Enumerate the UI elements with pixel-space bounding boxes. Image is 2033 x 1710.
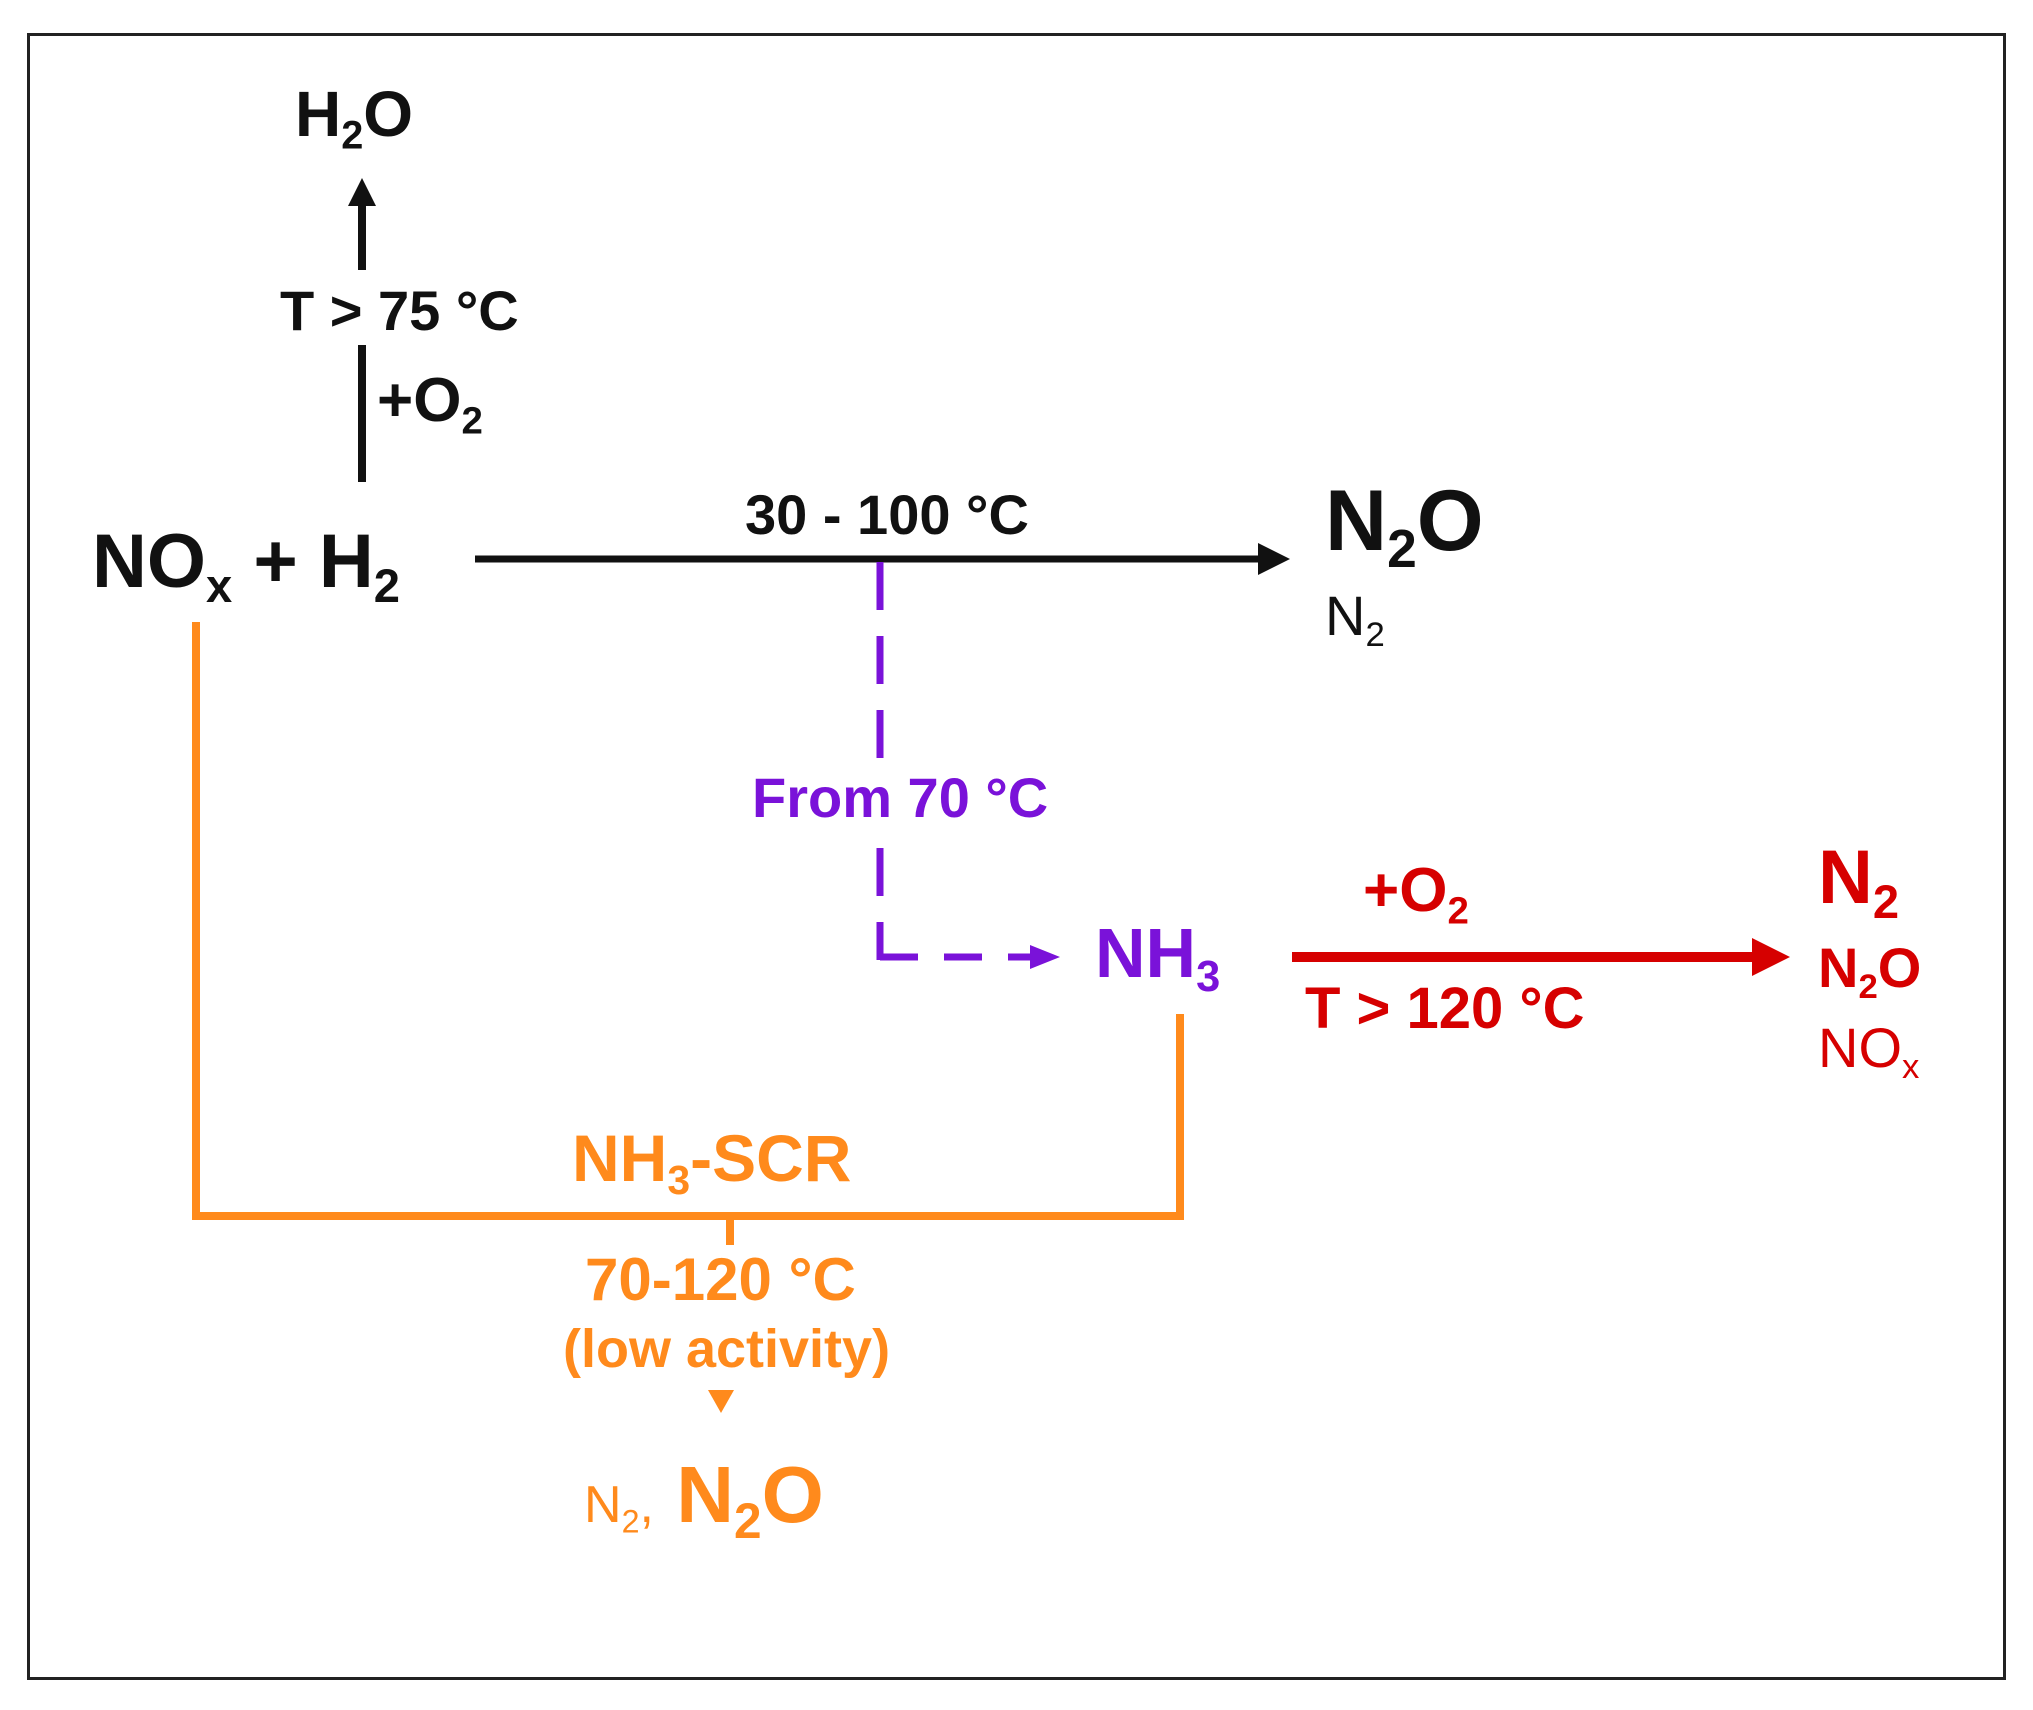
scr-name-tail: -SCR xyxy=(690,1121,852,1195)
water-reagent-label: +O2 xyxy=(377,370,483,441)
oxidation-product-n2o: N2O xyxy=(1818,940,1921,1005)
oxidation-product-n2o-subscript: 2 xyxy=(1858,968,1878,1007)
oxidation-temperature-label: T > 120 °C xyxy=(1305,976,1585,1041)
reactant-nox-subscript: x xyxy=(206,559,233,613)
ammonia-oxidation-arrowhead xyxy=(1752,938,1790,976)
ammonia-product-subscript: 3 xyxy=(1196,952,1221,1001)
oxidation-product-nox-subscript: x xyxy=(1902,1048,1920,1087)
scr-products-label: N2, N2O xyxy=(584,1455,824,1546)
water-reagent-subscript: 2 xyxy=(461,399,483,443)
diagram-frame xyxy=(27,33,2006,1680)
direct-temperature-label: 30 - 100 °C xyxy=(745,483,1029,546)
ammonia-product-nh: NH xyxy=(1095,914,1197,992)
scr-note-label: (low activity) xyxy=(563,1319,891,1379)
reactant-h2-text: + H xyxy=(253,519,374,604)
reactant-nox-text: NO xyxy=(92,519,206,604)
oxidation-reagent-label: +O2 xyxy=(1363,860,1469,931)
direct-minor-product-label: N2 xyxy=(1325,588,1385,653)
oxidation-product-n2-subscript: 2 xyxy=(1872,875,1900,929)
water-product-label: H2O xyxy=(295,82,413,156)
water-product-subscript: 2 xyxy=(341,113,364,158)
scr-minor-product: N2, xyxy=(584,1476,654,1537)
direct-minor-product-subscript: 2 xyxy=(1365,616,1385,655)
oxidation-product-nox-text: NO xyxy=(1818,1016,1902,1079)
scr-major-product: N2O xyxy=(676,1450,824,1546)
reactants-label: NOx + H2 xyxy=(92,524,400,610)
scr-minor-product-comma: , xyxy=(639,1476,654,1534)
water-product-o: O xyxy=(363,78,414,150)
scr-major-product-n: N xyxy=(676,1450,734,1539)
oxidation-product-n2o-n: N xyxy=(1818,936,1859,999)
scr-name-nh: NH xyxy=(572,1121,668,1195)
oxidation-product-n2-text: N xyxy=(1818,835,1873,920)
ammonia-temperature-label: From 70 °C xyxy=(752,766,1049,829)
scr-temperature-label: 70-120 °C xyxy=(585,1246,856,1313)
direct-major-product-o: O xyxy=(1416,473,1484,569)
scr-name-subscript: 3 xyxy=(667,1157,691,1204)
scr-arrowhead xyxy=(708,1390,734,1413)
direct-path-arrowhead xyxy=(1258,543,1290,575)
oxidation-product-nox: NOx xyxy=(1818,1020,1919,1085)
ammonia-product-label: NH3 xyxy=(1095,918,1220,999)
water-path-arrowhead xyxy=(348,178,376,206)
ammonia-path-arrowhead xyxy=(1030,945,1060,969)
oxidation-product-n2: N2 xyxy=(1818,840,1899,926)
direct-major-product-subscript: 2 xyxy=(1387,520,1417,580)
scr-minor-product-n: N xyxy=(584,1476,622,1534)
water-product-h: H xyxy=(295,78,342,150)
scr-name-label: NH3-SCR xyxy=(572,1125,851,1201)
scr-bracket xyxy=(192,622,1184,1220)
oxidation-reagent-subscript: 2 xyxy=(1447,889,1469,933)
scr-major-product-o: O xyxy=(761,1450,824,1539)
direct-major-product-label: N2O xyxy=(1325,478,1484,576)
reactant-h2-subscript: 2 xyxy=(373,559,400,613)
direct-minor-product-n: N xyxy=(1325,584,1366,647)
scr-minor-product-subscript: 2 xyxy=(621,1503,640,1540)
water-temperature-label: T > 75 °C xyxy=(280,279,519,342)
scr-major-product-subscript: 2 xyxy=(733,1492,762,1549)
direct-major-product-n: N xyxy=(1325,473,1388,569)
water-reagent-text: +O xyxy=(377,366,462,435)
oxidation-product-n2o-o: O xyxy=(1877,936,1922,999)
oxidation-reagent-text: +O xyxy=(1363,856,1448,925)
